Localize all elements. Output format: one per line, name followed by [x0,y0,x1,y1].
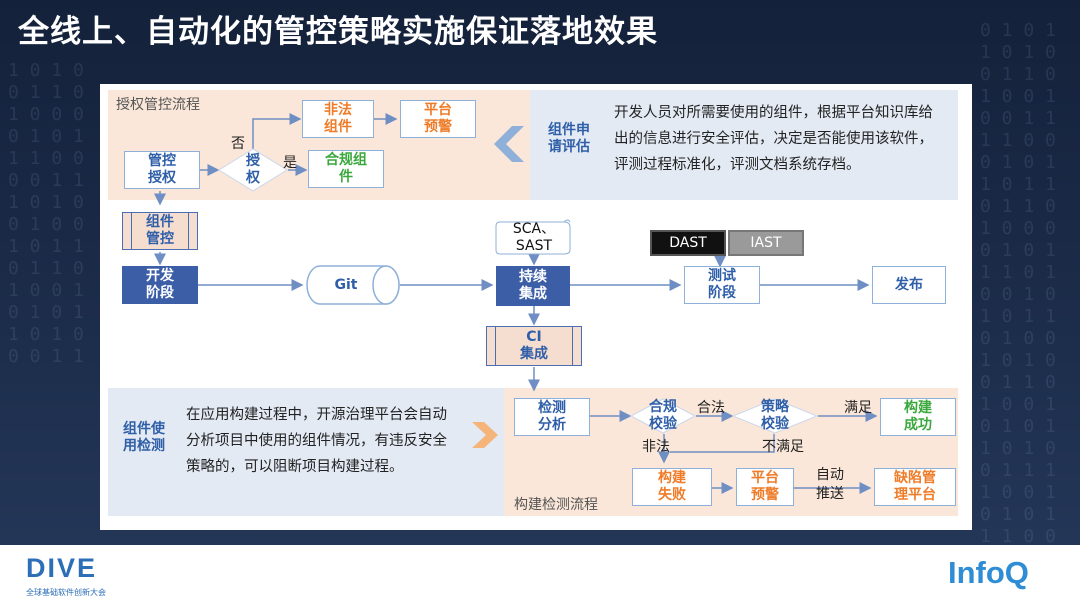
edge-illegal-label: 非法 [642,439,670,455]
infoq-logo: InfoQ [948,555,1029,590]
authorize-decision-label: 授 权 [246,153,260,186]
sca-sast-label: SCA、 SAST [512,221,556,254]
diagram-panel: 授权管控流程 管控 授权 授 权 否 是 非法 组件 平台 预警 合规组 件 组… [100,84,972,530]
component-usage-detect-label: 组件使 用检测 [123,421,165,454]
policy-check-decision [732,398,818,434]
authorize-decision [218,148,288,192]
compliance-check-label: 合规 校验 [649,399,677,432]
component-control-box: 组件 管控 [122,212,198,250]
scroll-banner-icon [495,219,571,255]
dev-stage-box: 开发 阶段 [122,266,198,304]
auth-platform-alert-box: 平台 预警 [400,100,476,138]
edge-legal-label: 合法 [697,400,725,416]
edge-not-satisfied-label: 不满足 [762,439,804,455]
edge-auto-push-label: 自动 推送 [816,467,844,502]
binary-decoration-left: 1 0 1 0 0 1 1 0 1 0 0 0 0 1 0 1 1 1 0 0 … [8,60,84,367]
illegal-component-box: 非法 组件 [302,100,374,138]
compliant-component-box: 合规组 件 [308,150,384,188]
build-description-area [108,388,504,516]
chevron-left-icon [494,126,524,162]
binary-decoration-right: 0 1 0 1 1 0 1 0 0 1 1 0 1 0 0 1 0 0 1 1 … [980,20,1056,547]
chevron-right-icon [472,422,498,448]
test-stage-box: 测试 阶段 [684,266,760,304]
edge-no-label: 否 [231,136,245,152]
edge-yes-label: 是 [283,155,297,171]
git-label: Git [334,276,358,293]
release-box: 发布 [872,266,946,304]
build-flow-label: 构建检测流程 [514,497,598,513]
policy-check-label: 策略 校验 [761,399,789,432]
defect-management-platform-box: 缺陷管 理平台 [874,468,956,506]
iast-tag: IAST [728,230,804,256]
auth-description-area [530,90,958,200]
connector-lines [154,113,878,494]
edge-satisfied-label: 满足 [844,400,872,416]
continuous-integration-box: 持续 集成 [496,266,570,306]
footer-bar: DIVE 全球基础软件创新大会 InfoQ [0,545,1080,607]
ci-integration-box: CI 集成 [486,326,582,366]
build-platform-alert-box: 平台 预警 [736,468,794,506]
git-repository-icon [306,265,400,305]
build-fail-box: 构建 失败 [632,468,712,506]
auth-flow-label: 授权管控流程 [116,97,200,113]
component-apply-evaluate-label: 组件申 请评估 [548,122,590,155]
manage-authorize-box: 管控 授权 [124,151,200,189]
build-description: 在应用构建过程中，开源治理平台会自动分析项目中使用的组件情况，有违反安全策略的，… [186,407,447,475]
dast-tag: DAST [650,230,726,256]
dive-logo: DIVE [26,553,98,583]
dive-logo-subtitle: 全球基础软件创新大会 [26,588,106,597]
build-success-box: 构建 成功 [880,398,956,436]
compliance-check-decision [630,398,696,434]
auth-description: 开发人员对所需要使用的组件，根据平台知识库给出的信息进行安全评估，决定是否能使用… [614,105,933,173]
detect-analyze-box: 检测 分析 [514,398,590,436]
page-title: 全线上、自动化的管控策略实施保证落地效果 [18,14,658,50]
